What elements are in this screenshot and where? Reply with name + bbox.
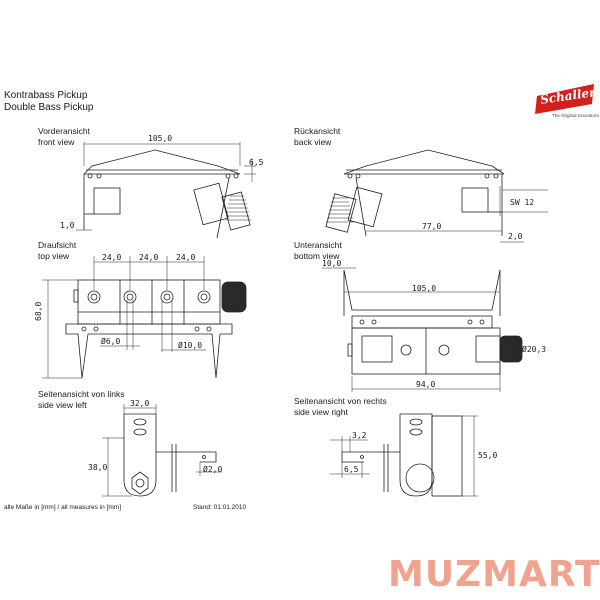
back-dim-sw: SW 12	[510, 198, 535, 207]
title-en: Double Bass Pickup	[4, 102, 94, 113]
side-right-drawing	[330, 413, 478, 497]
side-left-drawing	[102, 404, 222, 497]
back-view-drawing	[325, 149, 548, 243]
side-left-dim-height: 38,0	[88, 463, 108, 472]
top-view-label-en: top view	[38, 251, 70, 261]
pole-pieces	[87, 290, 211, 304]
side-right-dim-height: 55,0	[478, 451, 498, 460]
side-right-dim-gap: 3,2	[352, 431, 367, 440]
top-dim-spacing-1: 24,0	[102, 253, 122, 262]
front-dim-width: 105,0	[148, 134, 173, 143]
back-view-label-en: back view	[294, 137, 332, 147]
side-right-label-en: side view right	[294, 407, 348, 417]
top-dim-spacing-2: 24,0	[139, 253, 159, 262]
bottom-dim-edge: 10,0	[322, 259, 342, 268]
bottom-view-drawing	[322, 267, 523, 392]
side-right-dim-offset: 6,5	[344, 465, 359, 474]
top-view-drawing	[42, 256, 247, 379]
front-dim-height: 6,5	[249, 158, 264, 167]
front-view-label-en: front view	[38, 137, 75, 147]
back-dim-length: 77,0	[422, 222, 442, 231]
bottom-view-label-en: bottom view	[294, 251, 340, 261]
title-de: Kontrabass Pickup	[4, 90, 88, 101]
schaller-logo-badge	[535, 84, 594, 114]
side-left-dim-width: 32,0	[130, 399, 150, 408]
top-dim-spacing-3: 24,0	[176, 253, 196, 262]
logo-tagline: The Original Innovators	[552, 113, 599, 118]
bottom-dim-length: 94,0	[416, 380, 436, 389]
back-dim-offset: 2,0	[508, 232, 523, 241]
side-left-label-de: Seitenansicht von links	[38, 389, 125, 399]
back-view-label-de: Rückansicht	[294, 126, 341, 136]
units-note: alle Maße in [mm] / all measures in [mm]	[4, 504, 122, 511]
bottom-dim-knob-dia: Ø20,3	[522, 345, 547, 354]
muzmart-watermark: MUZMART	[388, 554, 600, 595]
side-left-label-en: side view left	[38, 400, 87, 410]
side-left-dim-hole: Ø2,0	[203, 465, 223, 474]
revision-date: Stand: 01.01.2010	[193, 504, 247, 511]
top-view-label-de: Draufsicht	[38, 240, 77, 250]
front-view-label-de: Vorderansicht	[38, 126, 90, 136]
front-dim-offset: 1,0	[60, 221, 75, 230]
front-view-drawing	[76, 142, 256, 239]
top-dim-depth: 68,0	[34, 301, 43, 321]
bottom-dim-width: 105,0	[412, 284, 437, 293]
side-right-label-de: Seitenansicht von rechts	[294, 396, 387, 406]
top-dim-dia-large: Ø10,0	[178, 341, 203, 350]
bottom-view-label-de: Unteransicht	[294, 240, 342, 250]
top-dim-dia-small: Ø6,0	[101, 337, 121, 346]
